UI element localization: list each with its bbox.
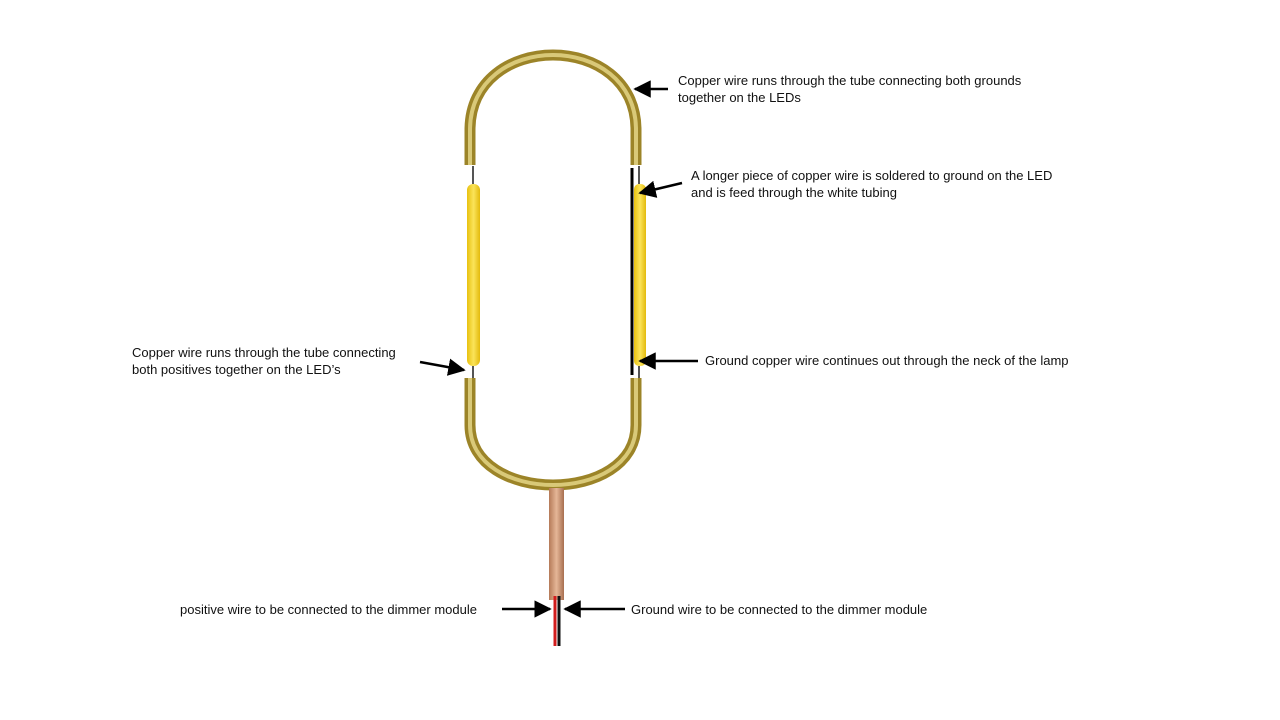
annotation-positive-dimmer: positive wire to be connected to the dim… xyxy=(180,601,477,618)
annotation-ground-dimmer: Ground wire to be connected to the dimme… xyxy=(631,601,927,618)
bottom-brass-tube xyxy=(464,378,642,491)
annotation-positive-tube: Copper wire runs through the tube connec… xyxy=(132,344,396,378)
annotation-line: both positives together on the LED’s xyxy=(132,362,341,377)
annotation-line: Copper wire runs through the tube connec… xyxy=(132,345,396,360)
top-brass-tube xyxy=(464,49,642,165)
right-led-filament xyxy=(634,184,646,366)
annotation-line: positive wire to be connected to the dim… xyxy=(180,602,477,617)
arrow-left xyxy=(419,358,466,376)
arrow-upper-right xyxy=(638,180,683,198)
annotation-line: Ground copper wire continues out through… xyxy=(705,353,1069,368)
annotation-soldered-ground: A longer piece of copper wire is soldere… xyxy=(691,167,1052,201)
annotation-line: and is feed through the white tubing xyxy=(691,185,897,200)
annotation-ground-neck: Ground copper wire continues out through… xyxy=(705,352,1069,369)
annotation-line: Ground wire to be connected to the dimme… xyxy=(631,602,928,617)
annotation-line: Copper wire runs through the tube connec… xyxy=(678,73,1022,88)
copper-neck-tube xyxy=(549,488,564,600)
annotation-ground-tube: Copper wire runs through the tube connec… xyxy=(678,72,1021,106)
left-led-filament xyxy=(467,184,480,366)
annotation-line: together on the LEDs xyxy=(678,90,801,105)
annotation-line: A longer piece of copper wire is soldere… xyxy=(691,168,1053,183)
